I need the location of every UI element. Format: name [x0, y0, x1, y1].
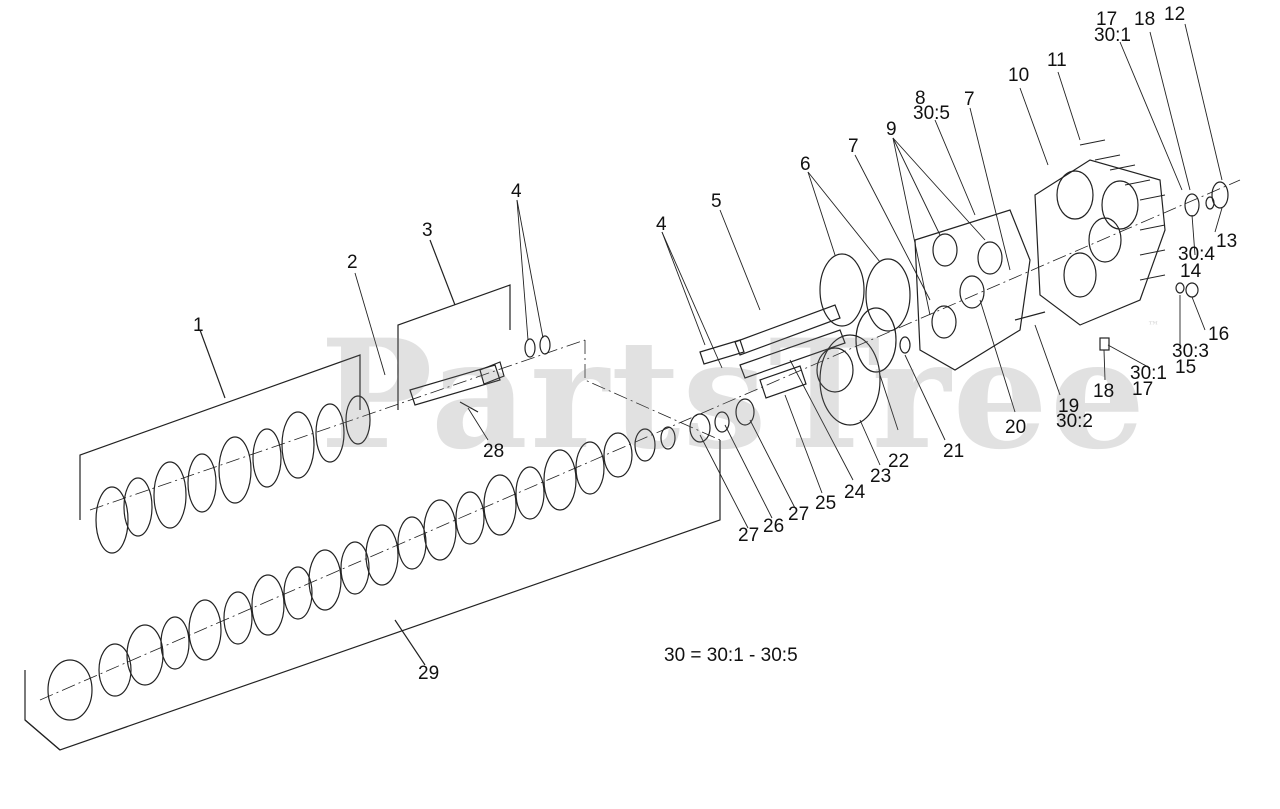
center-axis — [39, 179, 1241, 701]
callout-4: 4 — [656, 214, 667, 235]
gear-23 — [816, 334, 881, 426]
callout-17: 17 — [1096, 9, 1118, 30]
callout-15: 15 — [1175, 357, 1197, 378]
callout-25: 25 — [815, 493, 837, 514]
callout-7: 7 — [848, 136, 859, 157]
callout-3: 3 — [422, 220, 433, 241]
callout-30-2: 30:2 — [1056, 411, 1093, 432]
assembly-note: 30 = 30:1 - 30:5 — [664, 645, 798, 666]
callout-5: 5 — [711, 191, 722, 212]
callout-28: 28 — [483, 441, 505, 462]
housing-gasket — [914, 209, 1031, 371]
gear-6 — [819, 253, 911, 373]
callout-27: 27 — [738, 525, 760, 546]
callout-18: 18 — [1093, 381, 1115, 402]
callout-10: 10 — [1008, 65, 1030, 86]
bolts-11 — [1079, 139, 1166, 281]
callout-22: 22 — [888, 451, 910, 472]
callout-16: 16 — [1208, 324, 1230, 345]
clutch-pack-29 — [47, 432, 633, 721]
callout-21: 21 — [943, 441, 965, 462]
bracket-1 — [79, 354, 361, 520]
shaft-3 — [409, 361, 505, 413]
callout-7: 7 — [964, 89, 975, 110]
callout-11: 11 — [1047, 50, 1067, 71]
callout-30-5: 30:5 — [913, 103, 950, 124]
callout-8: 8 — [915, 88, 926, 109]
shaft-24 — [739, 329, 846, 379]
callout-4: 4 — [511, 181, 522, 202]
shaft-25 — [759, 365, 807, 399]
callout-26: 26 — [763, 516, 785, 537]
clutch-pack-1 — [95, 395, 371, 554]
callout-19: 19 — [1058, 396, 1080, 417]
callout-6: 6 — [800, 154, 811, 175]
bracket-29 — [24, 440, 721, 751]
callout-2: 2 — [347, 252, 358, 273]
callout-30-4: 30:4 — [1178, 244, 1215, 265]
leader-lines — [354, 23, 1223, 529]
housing-10 — [1034, 159, 1166, 326]
shaft-5 — [699, 304, 841, 365]
callout-9: 9 — [886, 119, 897, 140]
callout-30-1: 30:1 — [1094, 25, 1131, 46]
bracket-lower-group — [24, 719, 61, 751]
callout-14: 14 — [1180, 261, 1202, 282]
callout-17: 17 — [1132, 379, 1154, 400]
callout-24: 24 — [844, 482, 866, 503]
callout-12: 12 — [1164, 4, 1186, 25]
callout-30-3: 30:3 — [1172, 341, 1209, 362]
callout-30-1: 30:1 — [1130, 363, 1167, 384]
spring-bearings — [634, 398, 755, 462]
callout-1: 1 — [193, 315, 204, 336]
callout-29: 29 — [418, 663, 440, 684]
callout-20: 20 — [1005, 417, 1027, 438]
watermark: PartsTree™ — [320, 307, 1162, 483]
callout-18: 18 — [1134, 9, 1156, 30]
bracket-3 — [397, 284, 511, 410]
callout-13: 13 — [1216, 231, 1238, 252]
callout-27: 27 — [788, 504, 810, 525]
upper-axis — [89, 339, 586, 511]
callout-23: 23 — [870, 466, 892, 487]
